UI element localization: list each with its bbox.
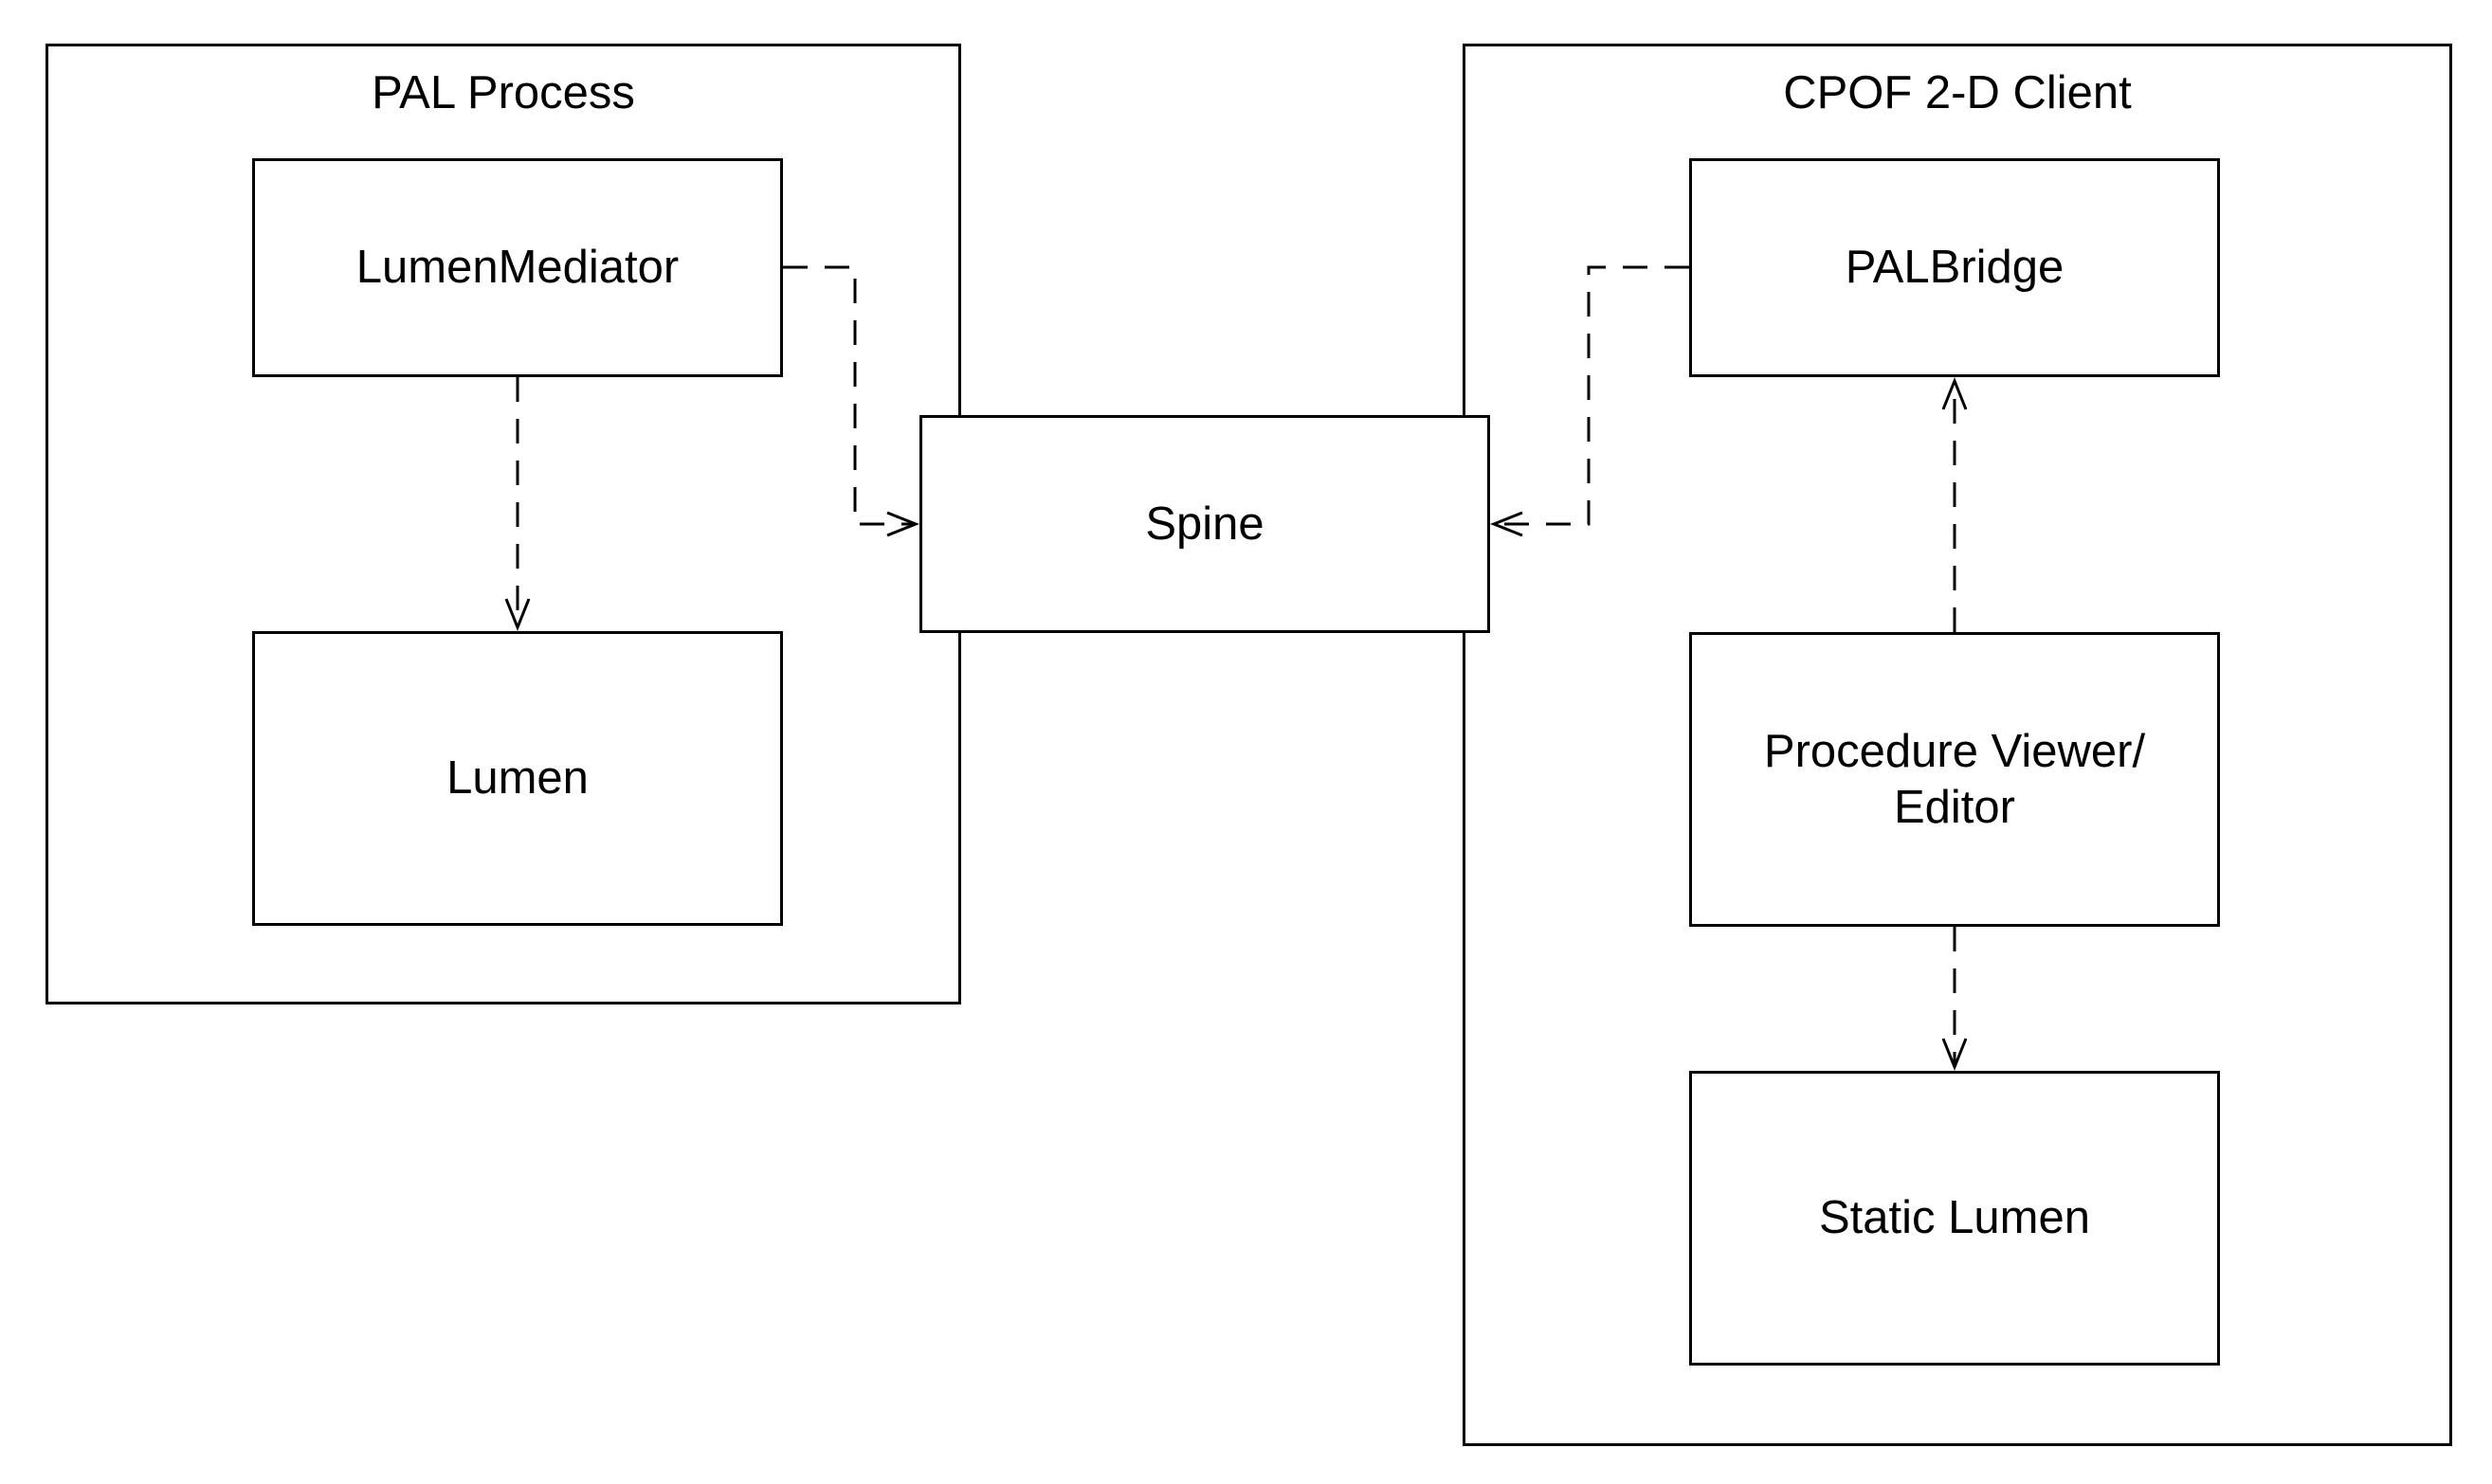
lumen-label: Lumen bbox=[446, 752, 589, 805]
spine-box: Spine bbox=[919, 415, 1490, 633]
lumen-mediator-label: LumenMediator bbox=[355, 242, 680, 294]
static-lumen-box: Static Lumen bbox=[1689, 1071, 2220, 1366]
procedure-viewer-box: Procedure Viewer/ Editor bbox=[1689, 632, 2220, 927]
procedure-viewer-label: Procedure Viewer/ Editor bbox=[1763, 725, 2146, 833]
lumen-mediator-box: LumenMediator bbox=[252, 158, 783, 377]
cpof-client-group: CPOF 2-D Client bbox=[1463, 44, 2452, 1446]
palbridge-box: PALBridge bbox=[1689, 158, 2220, 377]
palbridge-label: PALBridge bbox=[1845, 242, 2065, 294]
spine-label: Spine bbox=[1145, 498, 1264, 550]
cpof-client-title: CPOF 2-D Client bbox=[1783, 67, 2132, 118]
static-lumen-label: Static Lumen bbox=[1819, 1192, 2090, 1244]
lumen-box: Lumen bbox=[252, 631, 783, 926]
pal-process-title: PAL Process bbox=[372, 67, 635, 118]
